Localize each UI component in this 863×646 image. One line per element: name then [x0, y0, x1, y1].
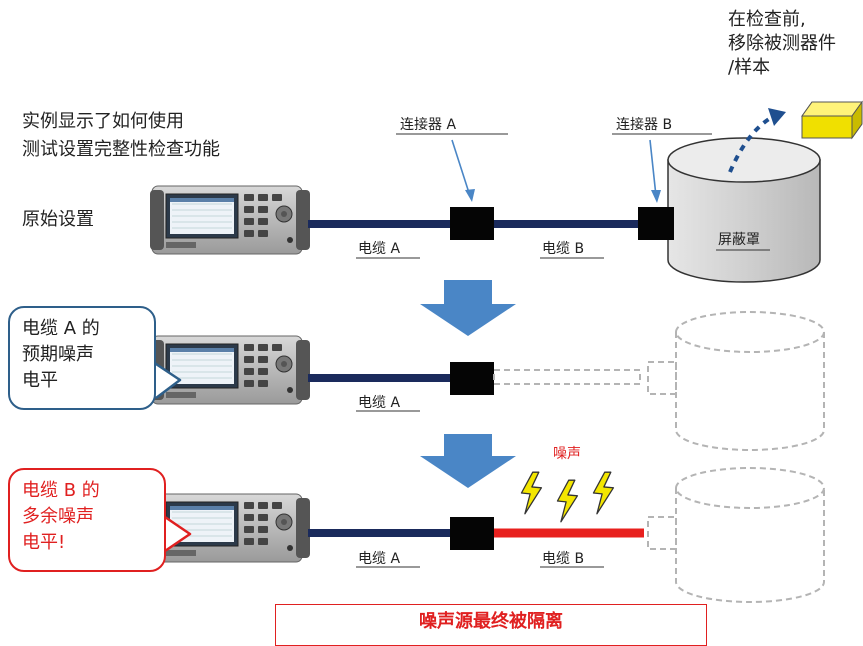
pointer-connector-a-head	[465, 189, 475, 202]
cable-a-label-3: 电缆 A	[358, 551, 401, 567]
conclusion-box: 噪声源最终被隔离	[275, 604, 707, 646]
top-note-line3: /样本	[728, 57, 771, 78]
cable-a-label-2: 电缆 A	[358, 395, 401, 411]
down-arrow-1	[420, 280, 516, 336]
bubble-blue-line3: 电平	[22, 370, 58, 391]
cable-b-label-1: 电缆 B	[542, 241, 585, 257]
shield-enclosure	[667, 137, 821, 283]
instrument-2	[150, 335, 310, 405]
noise-bolt-3	[592, 471, 615, 515]
connector-a-label: 连接器 A	[400, 117, 457, 133]
removal-arrow	[728, 114, 775, 173]
intro-text: 实例显示了如何使用 测试设置完整性检查功能	[22, 108, 220, 164]
intro-line2: 测试设置完整性检查功能	[22, 139, 220, 160]
cable-a-label-1: 电缆 A	[358, 241, 401, 257]
top-note-line1: 在检查前,	[728, 9, 806, 30]
connector-b-label: 连接器 B	[616, 117, 673, 133]
pointer-connector-b	[649, 139, 657, 197]
original-setup-label: 原始设置	[22, 209, 94, 230]
expected-noise-bubble: 电缆 A 的 预期噪声 电平	[8, 306, 156, 410]
bubble-red-tail	[161, 513, 192, 555]
bubble-red-line1: 电缆 B 的	[22, 480, 100, 501]
top-note-line2: 移除被测器件	[728, 33, 836, 54]
bubble-red-line3: 电平!	[22, 532, 66, 553]
connector-a-1	[450, 207, 494, 240]
removed-cable-b-2	[493, 369, 641, 385]
removed-shield-2	[647, 311, 825, 451]
bubble-blue-tail	[149, 358, 182, 399]
connector-a-2	[450, 362, 494, 395]
excess-noise-bubble: 电缆 B 的 多余噪声 电平!	[8, 468, 166, 572]
intro-line1: 实例显示了如何使用	[22, 111, 184, 132]
bubble-blue-line2: 预期噪声	[22, 344, 94, 365]
bubble-blue-line1: 电缆 A 的	[22, 318, 100, 339]
removal-arrow-head	[768, 108, 786, 126]
instrument-1	[150, 185, 310, 255]
down-arrow-2	[420, 434, 516, 488]
removed-shield-3	[647, 467, 825, 603]
bubble-red-line2: 多余噪声	[22, 506, 94, 527]
shield-label: 屏蔽罩	[718, 232, 760, 248]
noise-label: 噪声	[553, 446, 581, 462]
noise-bolt-2	[556, 479, 579, 523]
top-note: 在检查前, 移除被测器件 /样本	[728, 8, 836, 80]
cable-b-label-3: 电缆 B	[542, 551, 585, 567]
noise-bolt-1	[520, 471, 543, 515]
pointer-connector-b-head	[651, 190, 661, 203]
pointer-connector-a	[451, 139, 471, 197]
conclusion-text: 噪声源最终被隔离	[419, 611, 563, 632]
dut-sample	[801, 100, 863, 140]
connector-a-3	[450, 517, 494, 550]
connector-b-front	[638, 207, 674, 240]
